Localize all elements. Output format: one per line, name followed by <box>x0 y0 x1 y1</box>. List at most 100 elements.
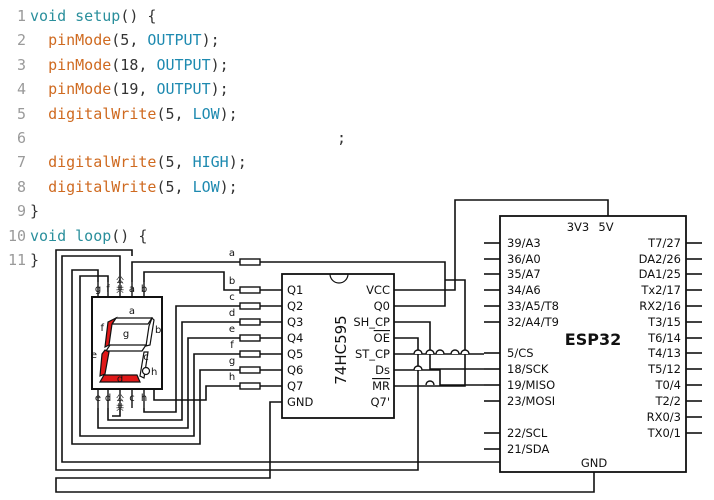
code-text: } <box>30 251 39 269</box>
shift-register-left-pin: Q6 <box>287 363 303 377</box>
wire-a-display <box>131 261 240 282</box>
display-bottom-pin-label: 共 <box>116 403 124 412</box>
segment-g <box>104 344 148 352</box>
code-token: () { <box>111 226 148 245</box>
chip-notch <box>329 273 349 284</box>
shift-register-right-pin: ST_CP <box>355 347 390 361</box>
code-token: } <box>30 251 40 269</box>
display-bottom-pin-label: c <box>129 393 135 404</box>
wire-hop <box>413 365 423 371</box>
code-line[interactable]: 11} <box>0 248 39 272</box>
resistor-label: h <box>229 372 235 383</box>
esp32-name: ESP32 <box>565 330 621 349</box>
code-token: ); <box>210 55 229 74</box>
resistor <box>239 258 261 266</box>
code-token: } <box>30 202 40 221</box>
wire-hop <box>450 349 460 355</box>
shift-register-right-pin: SH_CP <box>353 315 390 329</box>
line-number: 11 <box>7 251 26 269</box>
code-line[interactable]: 6 ; <box>0 126 346 150</box>
code-token: () { <box>120 7 157 25</box>
shift-register-left-pin: Q3 <box>287 315 303 329</box>
code-token: OUTPUT <box>156 55 211 74</box>
resistor <box>239 382 261 390</box>
esp32-left-pin-label: 39/A3 <box>507 236 541 250</box>
esp32-pin-gnd: GND <box>581 456 608 470</box>
wire-h <box>153 385 240 401</box>
resistor-label: a <box>229 248 235 259</box>
shift-register-left-pin: Q2 <box>287 299 303 313</box>
display-bottom-pin-label: d <box>105 393 111 404</box>
line-number: 5 <box>16 104 26 123</box>
code-text: digitalWrite(5, HIGH); <box>30 153 247 171</box>
code-line[interactable]: 5 digitalWrite(5, LOW); <box>0 102 238 126</box>
esp32-right-pin-label: TX0/1 <box>647 426 681 440</box>
segment-label-h: h <box>151 367 157 378</box>
esp32-right-pin-label: DA1/25 <box>639 267 681 281</box>
wire-ds <box>394 369 484 386</box>
esp32-right-pin-label: T3/15 <box>647 315 681 329</box>
display-top-pin-label: 公 <box>116 276 124 285</box>
display-bottom-pin-label: 公 <box>116 394 124 403</box>
line-number: 4 <box>16 80 26 99</box>
wire-common-bottom <box>112 408 121 417</box>
segment-a <box>110 317 154 325</box>
wire-b-display <box>143 271 240 291</box>
code-text: } <box>30 202 39 220</box>
code-line[interactable]: 3 pinMode(18, OUTPUT); <box>0 53 229 77</box>
display-top-pin-label: a <box>129 284 135 295</box>
resistor <box>239 366 261 374</box>
shift-register-left-pin: GND <box>287 395 314 409</box>
code-line[interactable]: 2 pinMode(5, OUTPUT); <box>0 28 220 52</box>
code-line[interactable]: 7 digitalWrite(5, HIGH); <box>0 150 247 174</box>
shift-register-right-pin: Ds <box>375 363 390 377</box>
esp32-right-pin-label: Tx2/17 <box>640 283 681 297</box>
code-text: pinMode(5, OUTPUT); <box>30 31 220 49</box>
code-token: (19, <box>111 80 157 99</box>
code-text: pinMode(19, OUTPUT); <box>30 80 229 98</box>
shift-register-right-pin: VCC <box>366 283 390 297</box>
esp32-left-pin-label: 5/CS <box>507 346 534 360</box>
code-token: ); <box>201 31 220 50</box>
code-token: OUTPUT <box>147 31 202 50</box>
code-token: (5, <box>156 153 193 172</box>
code-token: digitalWrite <box>48 153 157 172</box>
esp32-left-pin-label: 36/A0 <box>507 252 541 266</box>
code-token: digitalWrite <box>48 104 157 123</box>
code-text: pinMode(18, OUTPUT); <box>30 56 229 74</box>
code-line[interactable]: 9} <box>0 199 39 223</box>
wire-hop <box>425 349 435 355</box>
shift-register-left-pin: Q7 <box>287 379 303 393</box>
wire-gnd <box>55 401 595 493</box>
shift-register-right-pin: Q0 <box>374 299 390 313</box>
code-text: void loop() { <box>30 227 147 245</box>
shift-register-body <box>281 273 395 419</box>
code-token: pinMode <box>48 55 112 74</box>
segment-e <box>99 349 110 377</box>
resistor-label: f <box>230 340 234 351</box>
display-top-pin-label: g <box>95 284 101 295</box>
wire-hop <box>425 380 435 386</box>
esp32-left-pin-label: 21/SDA <box>507 442 549 456</box>
code-line[interactable]: 8 digitalWrite(5, LOW); <box>0 175 238 199</box>
segment-label-f: f <box>100 323 104 334</box>
shift-register-name: 74HC595 <box>332 315 350 384</box>
resistor-label: b <box>229 276 235 287</box>
shift-register-74hc595: 74HC595Q1Q2Q3Q4Q5Q6Q7GNDVCCQ0SH_CPOEST_C… <box>281 273 395 419</box>
display-bottom-pin-label: h <box>141 393 147 404</box>
resistor-label: g <box>229 356 235 367</box>
code-token: setup <box>75 7 121 25</box>
code-token: pinMode <box>48 80 112 99</box>
wire-e <box>97 337 240 429</box>
code-line[interactable]: 4 pinMode(19, OUTPUT); <box>0 77 229 101</box>
esp32-left-pin-label: 33/A5/T8 <box>507 299 559 313</box>
wire-c <box>143 305 240 413</box>
code-token: digitalWrite <box>48 177 157 196</box>
code-token: loop <box>75 226 112 245</box>
esp32-right-pin-label: DA2/26 <box>639 252 681 266</box>
code-token: OUTPUT <box>156 80 211 99</box>
segment-label-d: d <box>117 374 123 385</box>
